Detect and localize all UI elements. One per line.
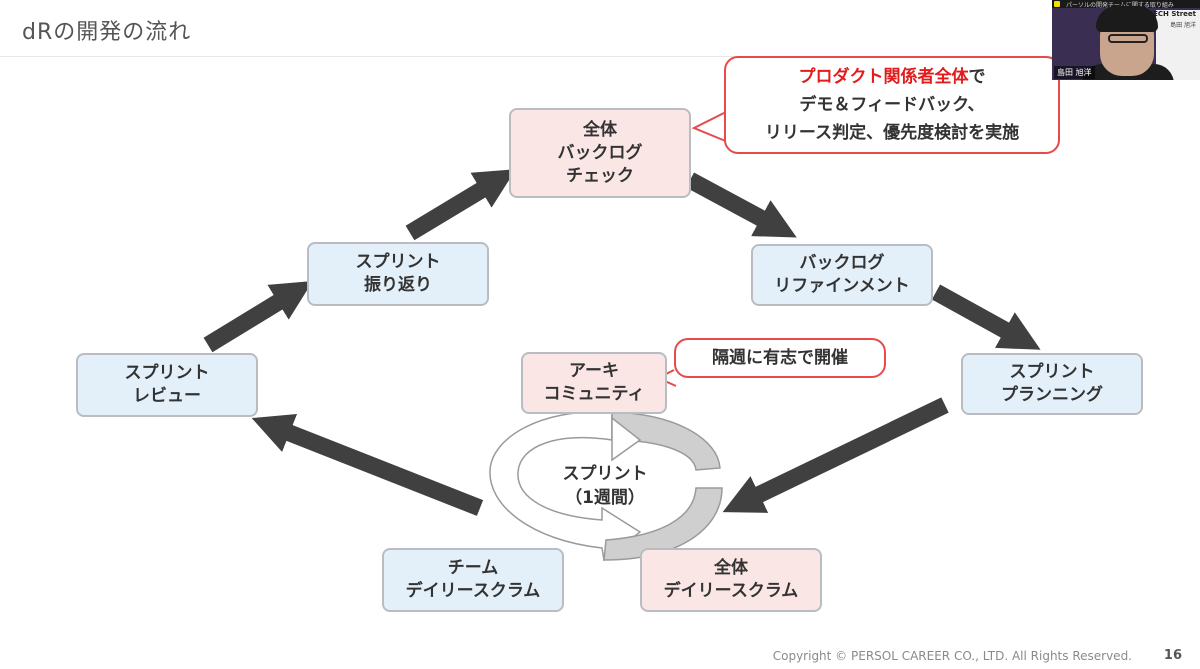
arrow-backlog-to-refinement <box>685 172 797 238</box>
page-number: 16 <box>1163 648 1182 663</box>
box-backlog-check: 全体 バックログ チェック <box>509 108 691 198</box>
arrow-refinement-to-planning <box>931 284 1041 350</box>
sprint-cycle-icon <box>489 410 723 562</box>
arrow-planning-to-sprint <box>722 397 949 513</box>
callout-highlight: プロダクト関係者全体 <box>798 67 969 87</box>
presenter-glasses <box>1108 34 1148 43</box>
copyright: Copyright © PERSOL CAREER CO., LTD. All … <box>772 649 1132 663</box>
box-team-daily: チーム デイリースクラム <box>382 548 564 612</box>
video-topbar <box>1052 0 1200 8</box>
title-divider <box>0 56 1200 57</box>
box-retro: スプリント 振り返り <box>307 242 489 306</box>
brand-label: TECH Street <box>1148 10 1196 18</box>
box-planning: スプリント プランニング <box>961 353 1143 415</box>
video-thumbnail[interactable]: パーソルの開発チームに関する取り組み TECH Street 島田 旭洋 島田 … <box>1052 0 1200 80</box>
status-icon <box>1054 1 1060 7</box>
box-refinement: バックログ リファインメント <box>751 244 933 306</box>
box-review: スプリント レビュー <box>76 353 258 417</box>
callout-product-stakeholders: プロダクト関係者全体で デモ＆フィードバック、 リリース判定、優先度検討を実施 <box>724 56 1060 154</box>
slide-title: dRの開発の流れ <box>22 20 192 45</box>
box-all-daily: 全体 デイリースクラム <box>640 548 822 612</box>
arrow-retro-to-backlog <box>405 169 516 241</box>
presenter-name: 島田 旭洋 <box>1054 66 1095 79</box>
sprint-center-label: スプリント （1週間） <box>562 464 648 508</box>
arrow-sprint-to-review <box>251 414 484 516</box>
callout-biweekly: 隔週に有志で開催 <box>674 338 886 378</box>
arrow-review-to-retro <box>203 280 313 353</box>
box-arch-community: アーキ コミュニティ <box>521 352 667 414</box>
presenter-hair <box>1096 6 1158 32</box>
